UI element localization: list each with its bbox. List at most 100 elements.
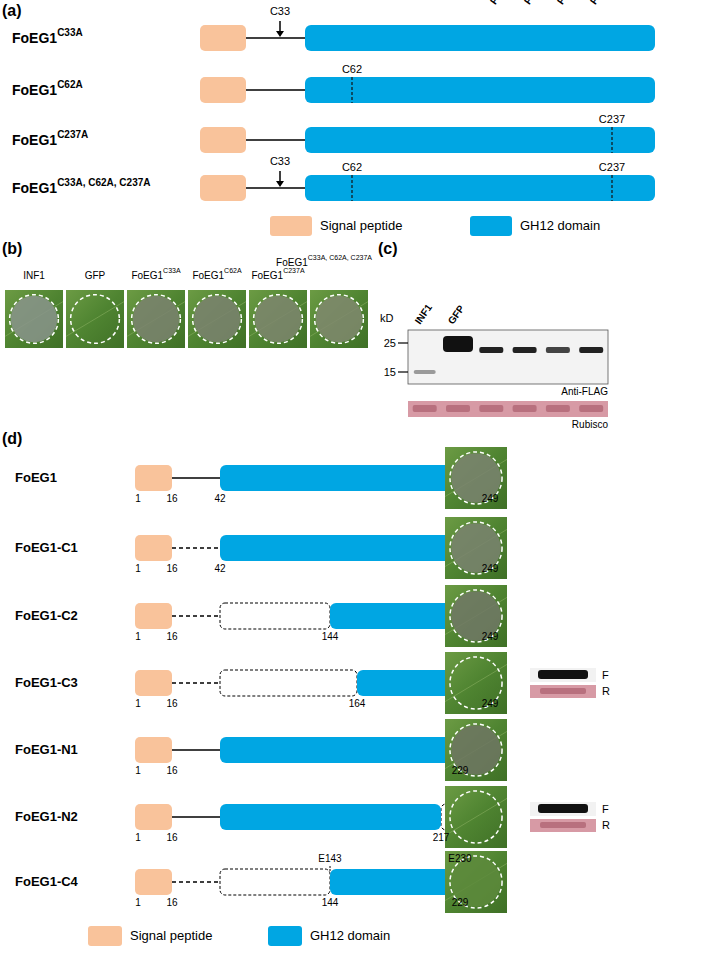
rubisco-stain bbox=[530, 685, 596, 698]
mutation-superscript: C33A bbox=[57, 27, 83, 39]
marker-size: 25 bbox=[384, 337, 396, 350]
gh12-domain bbox=[305, 175, 655, 201]
deleted-region bbox=[220, 869, 330, 895]
residue-number: 229 bbox=[452, 897, 469, 909]
rubisco-band bbox=[579, 405, 603, 412]
construct-name: FoEG1 bbox=[12, 82, 57, 98]
site-label: C33 bbox=[270, 5, 290, 18]
blot-band bbox=[538, 670, 588, 679]
leaf-image bbox=[445, 517, 507, 579]
residue-number: 1 bbox=[135, 765, 141, 777]
linker-line bbox=[246, 187, 305, 189]
rubisco-band bbox=[546, 405, 570, 412]
signal-peptide bbox=[200, 25, 246, 51]
construct-name: FoEG1-C2 bbox=[15, 609, 78, 624]
infiltration-circle bbox=[450, 452, 502, 504]
blot-membrane bbox=[408, 330, 608, 384]
residue-number: 16 bbox=[166, 493, 177, 505]
construct-name: FoEG1 bbox=[192, 270, 224, 282]
construct-name: FoEG1 bbox=[12, 30, 57, 46]
deleted-region bbox=[220, 603, 330, 629]
blot-band bbox=[479, 347, 503, 353]
lane-label-group: GFP bbox=[446, 303, 467, 326]
leaf-image bbox=[188, 290, 246, 348]
rubisco-stain bbox=[408, 401, 608, 417]
signal-peptide bbox=[200, 127, 246, 153]
construct-name: FoEG1 bbox=[12, 180, 57, 196]
blot-label: F bbox=[602, 669, 609, 682]
signal-peptide bbox=[135, 804, 172, 830]
stain-label: Rubisco bbox=[572, 419, 608, 431]
site-label: C62 bbox=[342, 63, 362, 76]
signal-peptide bbox=[135, 670, 172, 696]
sample-label: GFP bbox=[85, 270, 106, 282]
blot-membrane bbox=[530, 668, 596, 682]
site-mark bbox=[611, 175, 612, 201]
blot-band bbox=[414, 370, 436, 374]
gh12-domain bbox=[220, 737, 460, 763]
infiltration-circle bbox=[450, 724, 502, 776]
infiltration-circle bbox=[450, 522, 502, 574]
mutation-superscript: C62A bbox=[224, 267, 242, 275]
linker-line bbox=[172, 477, 220, 479]
construct-name: FoEG1 bbox=[488, 0, 516, 7]
residue-number: 217 bbox=[433, 832, 450, 844]
residue-number: 1 bbox=[135, 563, 141, 575]
infiltration-circle bbox=[10, 295, 59, 344]
gh12-domain bbox=[305, 127, 655, 153]
leaf-image bbox=[127, 290, 185, 348]
residue-number: 249 bbox=[482, 563, 499, 575]
residue-number: 42 bbox=[214, 563, 225, 575]
lane-label: GFP bbox=[446, 303, 467, 326]
rubisco-band bbox=[446, 405, 470, 412]
residue-number: 16 bbox=[166, 765, 177, 777]
residue-number: 16 bbox=[166, 698, 177, 710]
legend-swatch bbox=[88, 926, 122, 946]
rubisco-band bbox=[513, 405, 537, 412]
sample-label: INF1 bbox=[23, 270, 45, 282]
legend-text: Signal peptide bbox=[130, 929, 212, 944]
residue-number: 16 bbox=[166, 631, 177, 643]
construct-name: FoEG1 bbox=[12, 132, 57, 148]
infiltration-circle bbox=[450, 590, 502, 642]
mutation-superscript: C33A, C62A, C237A bbox=[57, 177, 150, 189]
infiltration-circle bbox=[71, 295, 120, 344]
legend-swatch bbox=[268, 926, 302, 946]
signal-peptide bbox=[135, 535, 172, 561]
site-label: C33 bbox=[270, 155, 290, 168]
linker-line bbox=[172, 682, 220, 684]
residue-number: 1 bbox=[135, 698, 141, 710]
residue-number: 1 bbox=[135, 631, 141, 643]
site-arrow bbox=[279, 21, 281, 31]
gh12-domain bbox=[305, 77, 655, 103]
leaf-vein bbox=[66, 302, 124, 337]
linker-line bbox=[246, 139, 305, 141]
construct-name: FoEG1-C3 bbox=[15, 676, 78, 691]
residue-number: 1 bbox=[135, 897, 141, 909]
gh12-domain bbox=[220, 804, 441, 830]
infiltration-zone bbox=[194, 296, 240, 342]
site-label: C237 bbox=[599, 161, 625, 174]
linker-line bbox=[172, 881, 220, 883]
signal-peptide bbox=[135, 465, 172, 491]
leaf-image bbox=[445, 652, 507, 714]
marker-tick bbox=[398, 342, 408, 343]
blot-band bbox=[579, 347, 603, 353]
residue-number: 249 bbox=[482, 698, 499, 710]
infiltration-circle bbox=[132, 295, 181, 344]
legend-swatch bbox=[470, 216, 512, 236]
residue-number: 1 bbox=[135, 493, 141, 505]
residue-number: 144 bbox=[322, 897, 339, 909]
rubisco-band bbox=[540, 822, 586, 828]
panel-label: (c) bbox=[378, 240, 398, 258]
leaf-image bbox=[445, 447, 507, 509]
leaf-image bbox=[249, 290, 307, 348]
site-arrow bbox=[279, 171, 281, 181]
leaf-image bbox=[5, 290, 63, 348]
legend-swatch bbox=[270, 216, 312, 236]
residue-number: 16 bbox=[166, 563, 177, 575]
panel-label: (a) bbox=[2, 2, 22, 20]
signal-peptide bbox=[200, 175, 246, 201]
residue-number: 16 bbox=[166, 897, 177, 909]
legend-text: GH12 domain bbox=[520, 219, 600, 234]
